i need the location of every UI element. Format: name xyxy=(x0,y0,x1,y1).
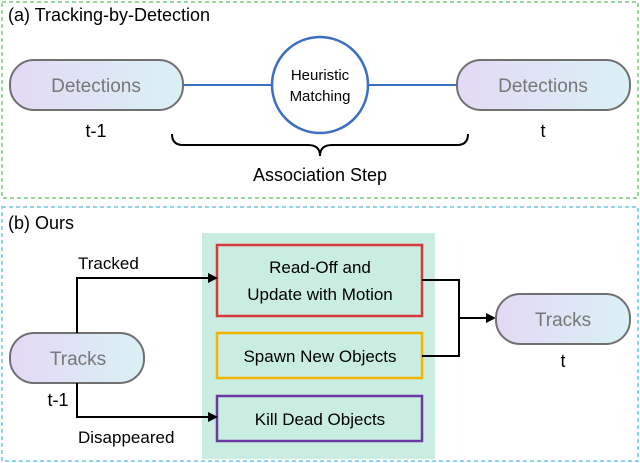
panel-a-frame xyxy=(1,1,639,199)
edge-tracked-label: Tracked xyxy=(78,254,139,273)
readoff-update-box xyxy=(215,243,424,318)
detections-node-left-label: Detections xyxy=(51,76,141,97)
panel-b-title: (b) Ours xyxy=(8,213,74,233)
tracks-input-time: t-1 xyxy=(47,390,68,410)
heuristic-matching-label-line1: Heuristic xyxy=(291,67,350,84)
heuristic-matching-label-line2: Matching xyxy=(290,88,351,105)
spawn-objects-label: Spawn New Objects xyxy=(243,347,396,366)
tracks-output-label: Tracks xyxy=(535,310,591,331)
readoff-update-label-line2: Update with Motion xyxy=(247,285,393,304)
panel-b-frame xyxy=(1,206,639,462)
detections-node-right xyxy=(456,59,631,111)
detections-left-time: t-1 xyxy=(85,121,106,141)
readoff-update-label-line1: Read-Off and xyxy=(269,258,371,277)
tracks-input-label: Tracks xyxy=(50,349,106,370)
tracks-output-time: t xyxy=(560,351,565,371)
edge-tracked xyxy=(76,273,218,333)
association-step-label: Association Step xyxy=(253,165,387,185)
detections-right-time: t xyxy=(540,121,545,141)
association-brace xyxy=(171,133,469,157)
edge-disappeared-label: Disappeared xyxy=(78,428,174,447)
panel-a-title: (a) Tracking-by-Detection xyxy=(8,5,210,25)
heuristic-matching-node xyxy=(270,35,370,135)
detections-node-left xyxy=(9,59,184,111)
edge-disappeared xyxy=(76,383,218,422)
tracks-output-node xyxy=(495,293,631,345)
kill-objects-box xyxy=(215,394,424,443)
kill-objects-label: Kill Dead Objects xyxy=(255,410,385,429)
detections-node-right-label: Detections xyxy=(498,76,588,97)
